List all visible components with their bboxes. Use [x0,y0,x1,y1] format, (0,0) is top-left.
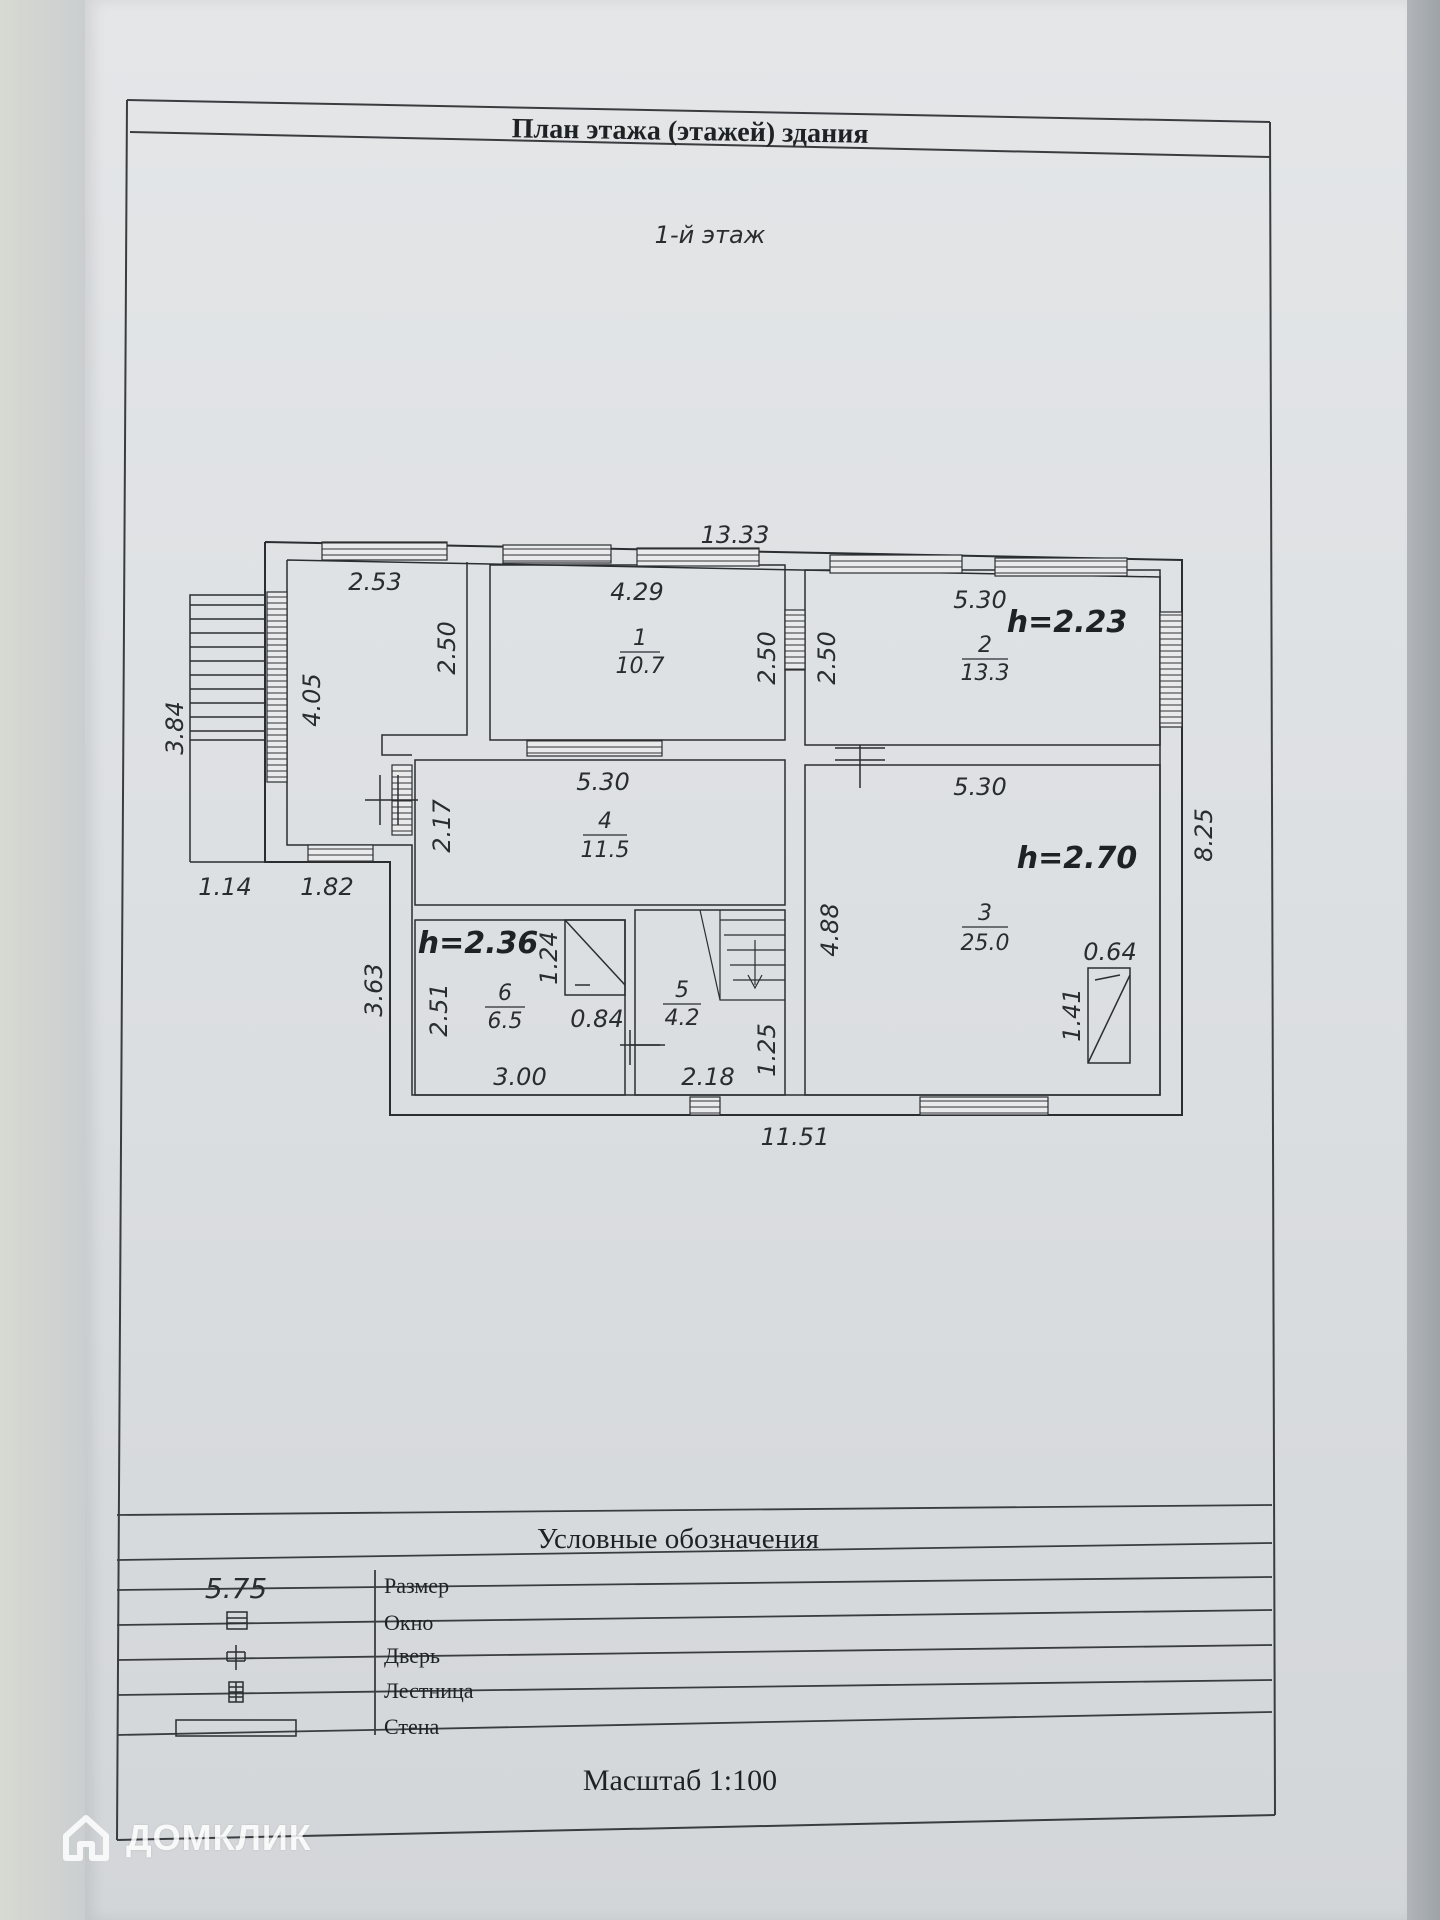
dim-total-bottom: 11.51 [761,1123,830,1151]
dim-r4-h: 2.17 [428,799,456,853]
watermark: ДОМКЛИК [60,1812,312,1864]
room-5-outline [634,909,786,1096]
legend-label-size: Размер [384,1573,449,1598]
legend-symbol-size: 5.75 [205,1572,267,1605]
dim-hall-v: 4.05 [298,673,326,726]
dim-r6-sub-w: 0.84 [570,1005,623,1033]
room-6-outline [414,919,626,1096]
home-logo-icon [63,1815,109,1861]
room-1-number: 1 [633,626,647,651]
dim-hall-h: 2.50 [433,621,461,674]
watermark-text: ДОМКЛИК [126,1817,312,1858]
room-5-label: 5 4.2 [663,978,701,1031]
floor-label: 1-й этаж [655,221,766,249]
dim-porch-w2: 1.82 [300,873,353,901]
dim-left-height: 3.84 [161,701,189,754]
legend-label-stairs: Лестница [384,1678,474,1703]
dim-left-lower: 3.63 [360,963,388,1016]
document-sheet [85,0,1407,1920]
room-4-label: 4 11.5 [581,809,630,863]
room-6-label: 6 6.5 [485,981,525,1034]
dim-stove-w: 0.64 [1083,938,1136,966]
drawing-frame [116,99,1276,1841]
legend-rows: 5.75 Размер Окно Дверь Лестница Стена [175,1572,474,1739]
dim-porch-w: 1.14 [198,873,251,901]
dim-r3-w: 5.30 [953,773,1006,801]
height-room-6: h=2.36 [418,926,539,961]
scale-label: Масштаб 1:100 [583,1764,777,1797]
page-title: План этажа (этажей) здания [512,113,869,150]
dim-r5-h: 1.25 [753,1023,781,1076]
floor-plan [189,541,1183,1116]
page-edge-left [0,0,95,1920]
legend [116,1504,1273,1736]
legend-title: Условные обозначения [537,1523,819,1555]
dim-r6-h: 2.51 [425,983,453,1036]
height-room-2: h=2.23 [1007,605,1128,640]
dim-r2-h: 2.50 [813,631,841,684]
interior-stairs [699,909,785,1001]
window-icon [226,1611,248,1630]
room-6-number: 6 [498,981,512,1006]
dim-stove-h: 1.41 [1058,988,1086,1041]
dim-r4-w: 5.30 [576,768,629,796]
height-room-3: h=2.70 [1017,841,1138,876]
dim-r2-w: 5.30 [953,586,1006,614]
inner-outer-wall [286,559,1161,1096]
door-icon [226,1645,246,1670]
dim-hall-w: 2.53 [348,568,401,596]
dim-r1-w: 4.29 [610,578,663,606]
room-3-label: 3 25.0 [961,901,1010,956]
room-5-area: 4.2 [665,1006,700,1031]
room-6-closet [564,919,626,996]
room-4-area: 11.5 [581,838,630,863]
room-1-area: 10.7 [616,654,665,679]
ceiling-heights: h=2.23 h=2.70 h=2.36 [418,605,1138,961]
dim-right-height: 8.25 [1190,808,1218,861]
room-5-number: 5 [675,978,689,1003]
room-4-outline [414,759,786,906]
room-3-number: 3 [978,901,992,926]
room-labels: 1 10.7 2 13.3 3 25.0 4 11.5 5 4.2 6 6.5 [485,626,1009,1034]
room-2-number: 2 [978,633,992,658]
doors [365,745,885,1065]
hall-walls [381,562,468,756]
room-6-area: 6.5 [488,1009,523,1034]
room-2-label: 2 13.3 [961,633,1010,686]
wall-icon [175,1719,297,1737]
room-2-area: 13.3 [961,661,1010,686]
porch-steps [189,594,266,863]
dimension-labels: 13.33 11.51 8.25 3.84 3.63 1.14 1.82 2.5… [161,521,1218,1151]
legend-label-wall: Стена [384,1714,440,1739]
dim-r6-sub-h: 1.24 [535,931,563,984]
legend-label-door: Дверь [384,1643,440,1668]
stove [1087,967,1131,1064]
legend-label-window: Окно [384,1610,433,1635]
dim-r1-h: 2.50 [753,631,781,684]
dim-total-top: 13.33 [701,521,770,549]
room-1-label: 1 10.7 [616,626,665,679]
dim-r6-w: 3.00 [493,1063,546,1091]
stairs-icon [228,1681,244,1703]
windows [266,541,1183,1116]
room-3-outline [804,764,1161,1096]
room-3-area: 25.0 [961,931,1010,956]
dim-r3-h: 4.88 [816,903,844,956]
room-4-number: 4 [598,809,612,834]
dim-r5-w: 2.18 [681,1063,734,1091]
